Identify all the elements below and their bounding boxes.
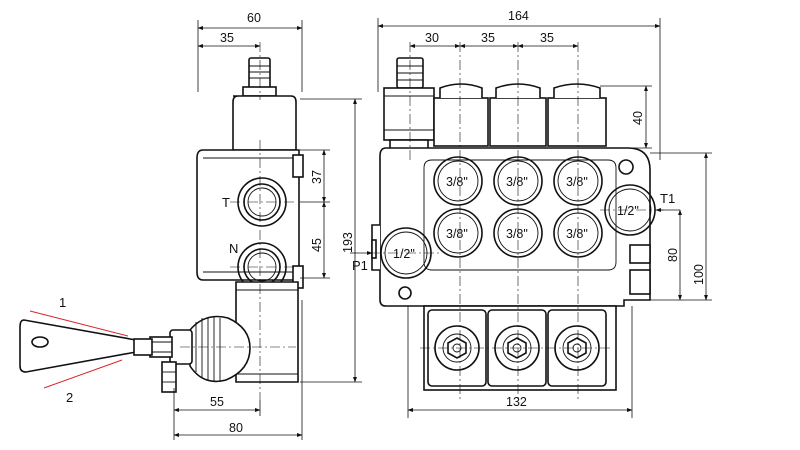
dim-40: 40 (631, 111, 645, 125)
spool-cap-3 (547, 83, 607, 147)
dim-60: 60 (247, 11, 261, 25)
port-size-a2: 3/8" (506, 175, 528, 189)
port-size-a3: 3/8" (566, 175, 588, 189)
work-port-b1 (433, 208, 483, 258)
dim-164: 164 (508, 9, 529, 23)
dim-132: 132 (506, 395, 527, 409)
relief-valve-housing (232, 95, 297, 151)
callout-line-1 (29, 310, 129, 337)
dim-30: 30 (425, 31, 439, 45)
lever-handle (19, 319, 137, 373)
work-port-a1 (433, 156, 483, 206)
valve-block-side (196, 149, 300, 281)
relief-valve-screw (242, 57, 277, 97)
dim-80-front: 80 (666, 248, 680, 262)
port-size-a1: 3/8" (446, 175, 468, 189)
side-view-dimensions (173, 20, 362, 440)
dim-37: 37 (310, 170, 324, 184)
port-label-p1: P1 (352, 258, 368, 273)
outlet-size: 1/2" (617, 204, 639, 218)
port-size-b2: 3/8" (506, 227, 528, 241)
port-label-t1: T1 (660, 191, 675, 206)
spool-cap-1 (433, 83, 489, 147)
relief-valve-front (383, 57, 435, 155)
dim-35-b: 35 (540, 31, 554, 45)
front-view (370, 42, 664, 400)
callout-2: 2 (66, 390, 73, 405)
dim-80-side: 80 (229, 421, 243, 435)
callout-line-2 (43, 359, 123, 389)
valve-block-front (379, 147, 651, 307)
port-size-b3: 3/8" (566, 227, 588, 241)
dim-35-a: 35 (481, 31, 495, 45)
port-size-b1: 3/8" (446, 227, 468, 241)
dim-100: 100 (692, 264, 706, 285)
callout-1: 1 (59, 295, 66, 310)
dim-35-side: 35 (220, 31, 234, 45)
port-label-t: T (222, 195, 230, 210)
port-label-n: N (229, 241, 238, 256)
dim-45: 45 (310, 238, 324, 252)
dim-193: 193 (341, 232, 355, 253)
side-view (19, 42, 304, 400)
front-view-dimensions (350, 18, 712, 418)
dim-55: 55 (210, 395, 224, 409)
inlet-size: 1/2" (393, 247, 415, 261)
